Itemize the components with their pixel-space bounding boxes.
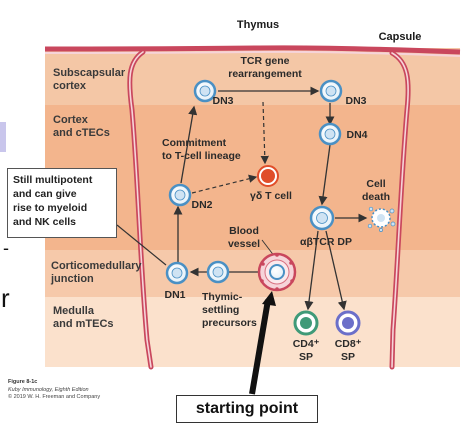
dn4-cell: [318, 122, 342, 146]
stray-dash: -: [3, 238, 9, 258]
label-dn3-right: DN3: [345, 95, 366, 107]
arrow-dn2-to-gd-dashed: [191, 174, 258, 194]
zone-band-subcapsular: [45, 48, 460, 105]
arrow-tcr-dashed: [260, 101, 269, 165]
arrow-dp-to-cd8: [325, 230, 347, 311]
starting-point-arrow: [249, 299, 271, 395]
callout-line: Still multipotent: [13, 174, 93, 186]
zone-band-corticomedullary: [45, 250, 460, 297]
dn2-cell: [168, 183, 192, 207]
left-edge-tab: [0, 122, 6, 152]
label-abtcr-dp: αβTCR DP: [300, 236, 352, 248]
dn3-cell-right: [319, 79, 343, 103]
multipotent-callout: Still multipotent and can give rise to m…: [7, 168, 117, 238]
callout-pointer: [116, 224, 167, 266]
label-dn3-left: DN3: [212, 95, 233, 107]
gd-t-cell: [257, 165, 279, 187]
arrow-dp-to-cd4: [304, 230, 319, 311]
blood-vessel: [257, 252, 297, 292]
label-dn1: DN1: [164, 289, 185, 301]
label-cd4-sp: CD4⁺SP: [293, 338, 320, 363]
starting-point-arrowhead: [262, 291, 276, 306]
diagram-title: Thymus: [237, 19, 279, 31]
thymic-settling-precursor-cell: [206, 260, 230, 284]
dn3-cell-left: [193, 79, 217, 103]
figure-caption: Figure 8-1c Kuby Immunology, Eighth Edit…: [8, 370, 100, 400]
callout-line: rise to myeloid: [13, 202, 88, 214]
capsule-trabecula-left-inner: [128, 51, 152, 368]
label-gd-t-cell: γδ T cell: [250, 190, 292, 202]
label-cd8-sp: CD8⁺SP: [335, 338, 362, 363]
cd8-sp-cell: [335, 310, 361, 336]
stray-letter: r: [1, 283, 10, 313]
label-dn4: DN4: [346, 129, 367, 141]
zone-band-medulla: [45, 297, 460, 367]
label-dn2: DN2: [191, 199, 212, 211]
callout-line: and NK cells: [13, 216, 77, 228]
dying-cell: [367, 206, 396, 232]
callout-line: and can give: [13, 188, 77, 200]
arrow-dn2-to-dn3: [180, 105, 198, 184]
capsule-trabecula-right-inner: [391, 52, 409, 368]
starting-point-label: starting point: [176, 395, 318, 423]
arrow-dn4-to-dp: [318, 144, 331, 206]
capsule-top-inner: [44, 50, 461, 57]
dn1-cell: [165, 261, 189, 285]
capsule-label: Capsule: [379, 31, 422, 43]
capsule-top: [44, 45, 461, 55]
cd4-sp-cell: [293, 310, 319, 336]
dp-cell: [309, 205, 335, 231]
